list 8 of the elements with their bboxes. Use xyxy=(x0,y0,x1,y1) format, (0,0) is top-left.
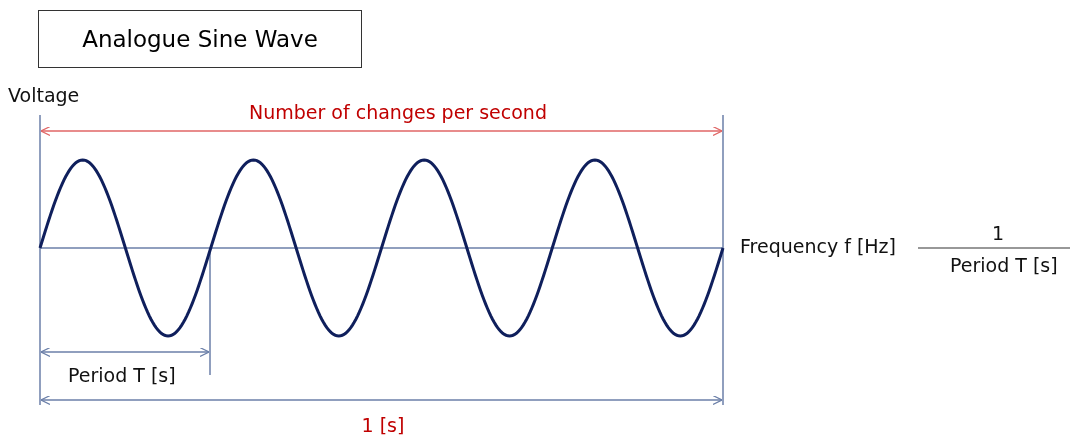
title: Analogue Sine Wave xyxy=(38,10,362,68)
dimension-label: Number of changes per second xyxy=(249,101,547,124)
axis-label: Voltage xyxy=(8,84,80,107)
dimension-label: Period T [s] xyxy=(68,364,176,387)
dimension-label: 1 [s] xyxy=(361,414,405,437)
denominator: Period T [s] xyxy=(950,254,1058,277)
numerator: 1 xyxy=(992,222,1005,245)
axis-label: Frequency f [Hz] xyxy=(740,235,896,258)
